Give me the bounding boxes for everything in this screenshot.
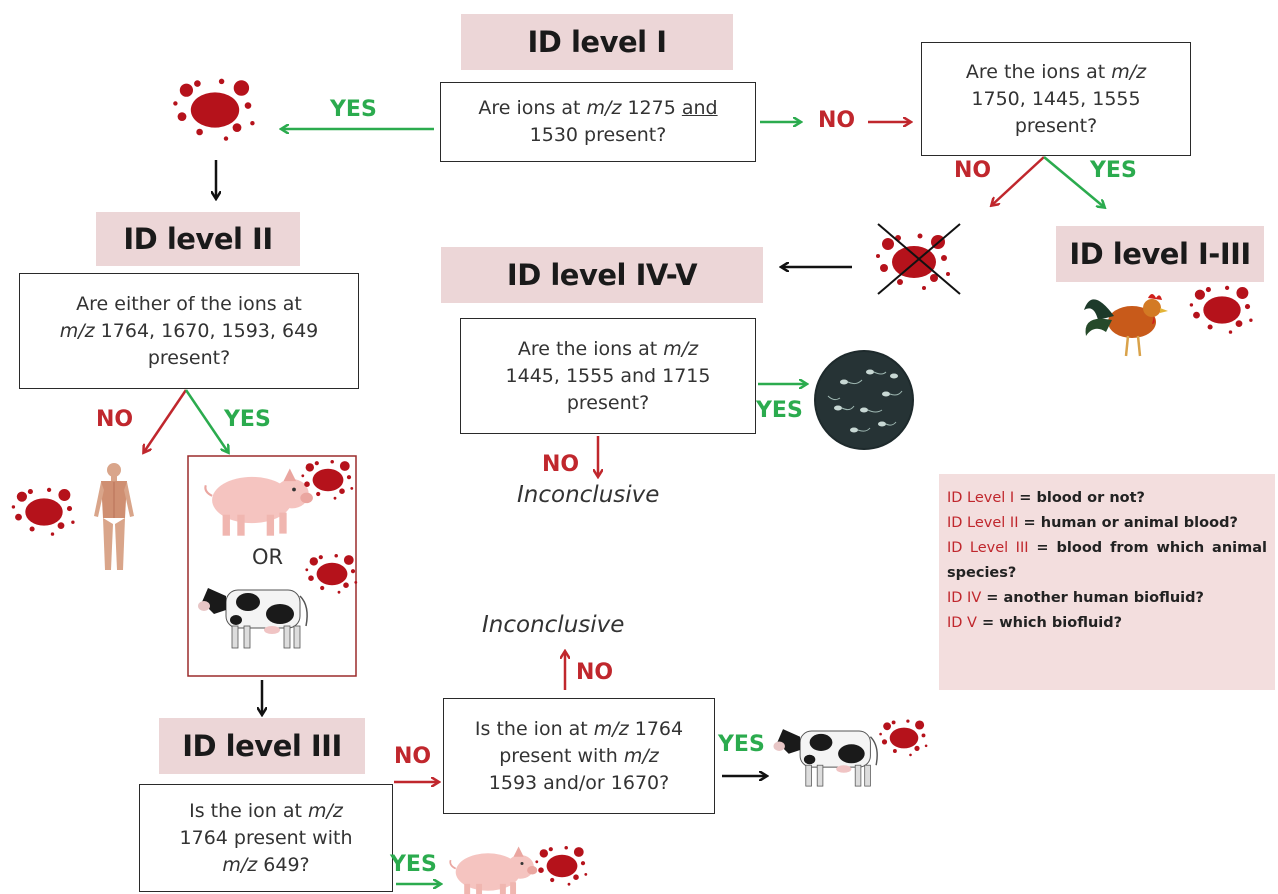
result-inconclusive-q4: Inconclusive <box>517 482 660 508</box>
human-body-icon <box>94 463 134 570</box>
pig-icon <box>204 467 314 537</box>
label-or: OR <box>252 545 284 569</box>
arrow-q2-yes <box>1043 156 1104 207</box>
legend-item-level1: ID Level I = blood or not? <box>947 490 1145 506</box>
arrow-q2-no <box>992 156 1045 205</box>
label-yes-l1: YES <box>330 97 377 122</box>
label-yes-q4: YES <box>756 398 803 423</box>
legend-item-level5: ID V = which biofluid? <box>947 615 1123 631</box>
blood-splatter-icon <box>535 846 588 886</box>
question-level13: Are the ions at m/z 1750, 1445, 1555 pre… <box>921 42 1191 156</box>
arrow-q3-no <box>144 389 188 452</box>
label-no-q6: NO <box>576 660 614 685</box>
blood-splatter-icon <box>879 719 928 757</box>
blood-splatter-icon <box>305 554 358 594</box>
cow-icon <box>772 728 878 787</box>
question-level1: Are ions at m/z 1275 and 1530 present? <box>440 82 756 162</box>
pig-icon <box>449 845 539 894</box>
legend-item-level2: ID Level II = human or animal blood? <box>947 515 1238 531</box>
sperm-cells-icon <box>814 350 914 450</box>
label-no-q5: NO <box>394 744 432 769</box>
title-level45: ID level IV-V <box>441 247 763 303</box>
question-level3: Is the ion at m/z 1764 present with m/z … <box>139 784 393 892</box>
result-inconclusive-q6: Inconclusive <box>482 612 625 638</box>
title-level2: ID level II <box>96 212 300 266</box>
blood-splatter-icon <box>1189 285 1253 334</box>
crossed-blood-icon <box>876 223 961 295</box>
label-yes-q5: YES <box>390 852 437 877</box>
legend-box: ID Level I = blood or not? ID Level II =… <box>939 474 1275 690</box>
blood-splatter-icon <box>173 78 255 141</box>
rooster-icon <box>1084 294 1168 357</box>
label-no-l1: NO <box>818 108 856 133</box>
label-no-q4: NO <box>542 452 580 477</box>
animal-group-box <box>187 455 357 677</box>
label-yes-q3: YES <box>224 407 271 432</box>
arrow-q3-yes <box>184 389 228 452</box>
label-no-q2: NO <box>954 158 992 183</box>
question-level45: Are the ions at m/z 1445, 1555 and 1715 … <box>460 318 756 434</box>
label-yes-q2: YES <box>1090 158 1137 183</box>
question-level2: Are either of the ions at m/z 1764, 1670… <box>19 273 359 389</box>
cow-icon <box>197 587 308 649</box>
label-yes-q6: YES <box>718 732 765 757</box>
legend-item-level4: ID IV = another human biofluid? <box>947 590 1204 606</box>
title-level3: ID level III <box>159 718 365 774</box>
title-level1: ID level I <box>461 14 733 70</box>
legend-item-level3: ID Level III = blood from which animal s… <box>947 540 1267 581</box>
title-level13: ID level I-III <box>1056 226 1264 282</box>
question-level3-followup: Is the ion at m/z 1764 present with m/z … <box>443 698 715 814</box>
label-no-q3: NO <box>96 407 134 432</box>
blood-splatter-icon <box>11 487 75 536</box>
